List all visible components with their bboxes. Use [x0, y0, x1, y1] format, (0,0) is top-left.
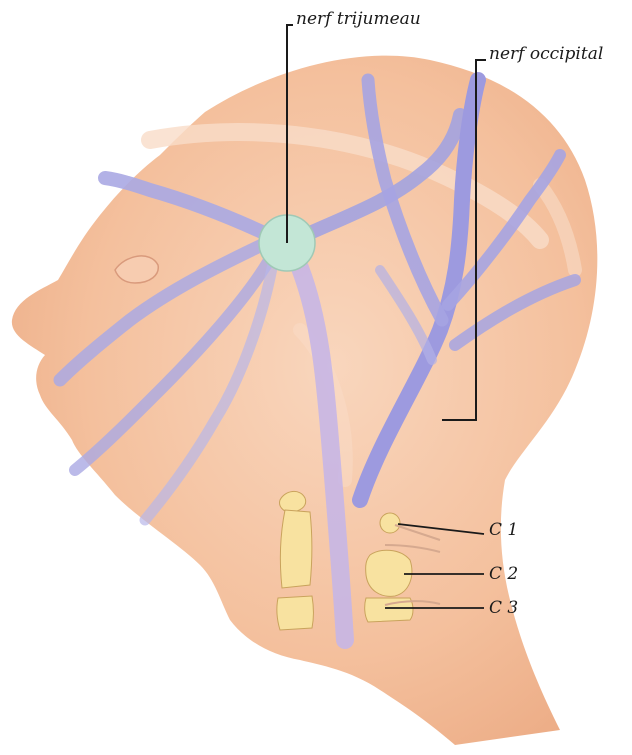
head-silhouette — [12, 56, 597, 745]
label-c1: C 1 — [489, 520, 518, 540]
vertebra-c2 — [280, 510, 312, 588]
vertebra-c3 — [277, 596, 314, 630]
label-c2: C 2 — [489, 564, 518, 584]
vertebra-c1-right — [380, 513, 400, 533]
label-nerf-occipital: nerf occipital — [489, 44, 603, 64]
label-nerf-trijumeau: nerf trijumeau — [296, 9, 421, 29]
label-c3: C 3 — [489, 598, 518, 618]
